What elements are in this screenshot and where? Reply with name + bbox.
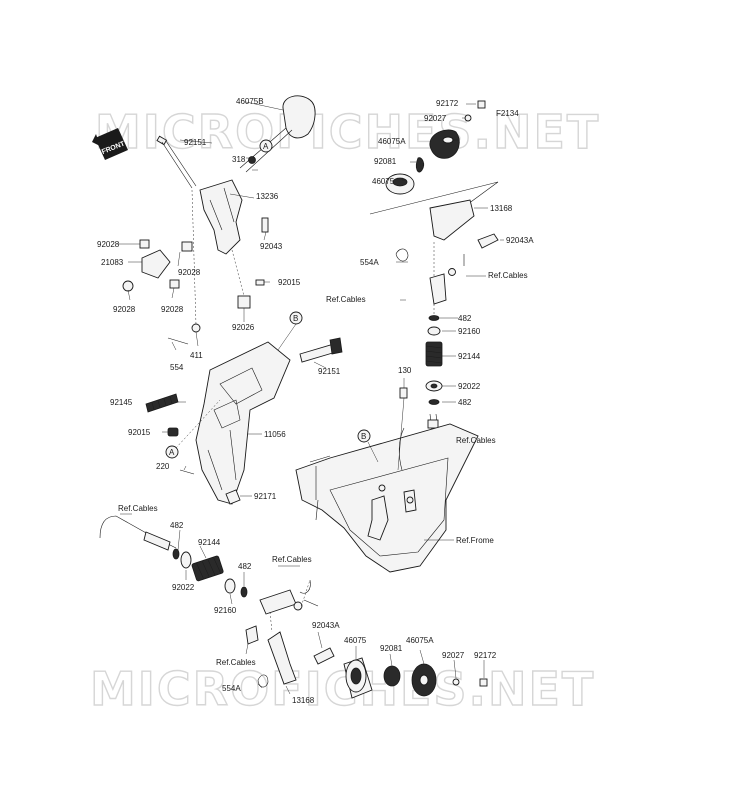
label-92172-bot: 92172 <box>474 651 497 660</box>
watermark-top: MICROFICHES.NET <box>95 105 600 159</box>
callout-a-mid: A <box>169 448 175 457</box>
label-92145: 92145 <box>110 398 133 407</box>
label-92172-top: 92172 <box>436 99 459 108</box>
label-ref-frame: Ref.Frome <box>456 536 494 545</box>
callout-b-frame: B <box>361 432 366 441</box>
label-92028-a: 92028 <box>97 240 120 249</box>
frame-assembly: B <box>295 378 479 573</box>
label-ref-cables-1: Ref.Cables <box>488 271 528 280</box>
label-92144-bot: 92144 <box>198 538 221 547</box>
label-92171: 92171 <box>254 492 277 501</box>
label-92028-b: 92028 <box>178 268 201 277</box>
label-411: 411 <box>190 351 203 360</box>
label-92151-top: 92151 <box>184 138 207 147</box>
label-482-d: 482 <box>238 562 252 571</box>
label-130: 130 <box>398 366 412 375</box>
label-482-c: 482 <box>170 521 184 530</box>
label-ref-cables-4: Ref.Cables <box>118 504 158 513</box>
label-13168-top: 13168 <box>490 204 513 213</box>
part-labels: 46075B 92151 318 13236 92028 21083 92028… <box>97 97 534 705</box>
label-46075-top: 46075 <box>372 177 395 186</box>
label-13168-bot: 13168 <box>292 696 315 705</box>
label-92015-mid: 92015 <box>128 428 151 437</box>
label-554a-bot: 554A <box>222 684 241 693</box>
label-92027-bot: 92027 <box>442 651 465 660</box>
label-482-a: 482 <box>458 314 472 323</box>
label-92022-top: 92022 <box>458 382 481 391</box>
label-92081-top: 92081 <box>374 157 397 166</box>
label-92160-bot: 92160 <box>214 606 237 615</box>
label-92028-c: 92028 <box>113 305 136 314</box>
label-ref-cables-2: Ref.Cables <box>326 295 366 304</box>
label-ref-cables-5: Ref.Cables <box>272 555 312 564</box>
lower-cable-assembly <box>99 513 488 699</box>
bracket-assembly: A B <box>145 311 343 505</box>
callout-a-top: A <box>263 142 269 151</box>
label-92028-d: 92028 <box>161 305 184 314</box>
label-46075-bot: 46075 <box>344 636 367 645</box>
label-f2134: F2134 <box>496 109 519 118</box>
label-92151-mid: 92151 <box>318 367 341 376</box>
label-92027-top: 92027 <box>424 114 447 123</box>
label-ref-cables-6: Ref.Cables <box>216 658 256 667</box>
label-92015-top: 92015 <box>278 278 301 287</box>
label-554: 554 <box>170 363 184 372</box>
shift-lever-assembly: A <box>118 95 316 351</box>
front-arrow-icon: FRONT <box>92 128 128 160</box>
callout-b-mid: B <box>293 314 298 323</box>
label-92144-top: 92144 <box>458 352 481 361</box>
label-92026: 92026 <box>232 323 255 332</box>
label-92160-top: 92160 <box>458 327 481 336</box>
label-554a-top: 554A <box>360 258 379 267</box>
label-46075b: 46075B <box>236 97 264 106</box>
label-46075a-bot: 46075A <box>406 636 434 645</box>
label-21083: 21083 <box>101 258 124 267</box>
label-92043: 92043 <box>260 242 283 251</box>
label-13236: 13236 <box>256 192 279 201</box>
watermark-bottom: MICROFICHES.NET <box>90 662 595 716</box>
label-46075a-top: 46075A <box>378 137 406 146</box>
label-92043a-bot: 92043A <box>312 621 340 630</box>
label-ref-cables-3: Ref.Cables <box>456 436 496 445</box>
label-482-b: 482 <box>458 398 472 407</box>
label-92043a-top: 92043A <box>506 236 534 245</box>
label-318: 318 <box>232 155 246 164</box>
label-92081-bot: 92081 <box>380 644 403 653</box>
label-11056: 11056 <box>264 430 286 439</box>
label-92022-bot: 92022 <box>172 583 195 592</box>
label-220: 220 <box>156 462 170 471</box>
